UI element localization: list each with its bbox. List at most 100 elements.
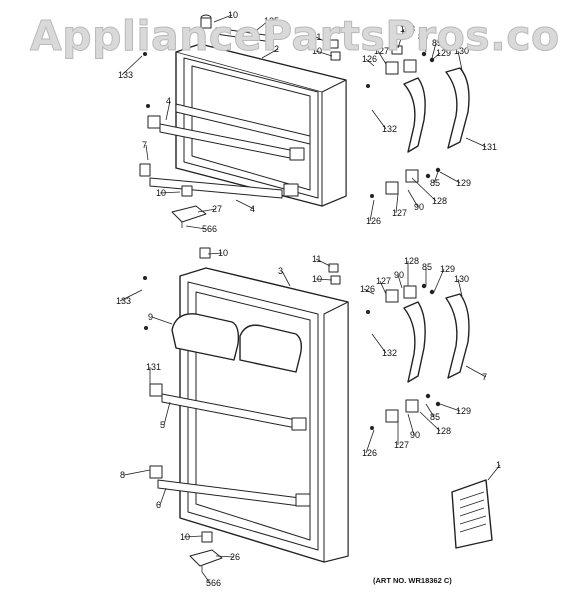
leader-line	[207, 252, 223, 255]
part-callout: 10	[156, 188, 166, 198]
leader-line	[425, 403, 435, 418]
part-callout: 129	[456, 178, 471, 188]
part-callout: 3	[278, 266, 283, 276]
part-callout: 125	[264, 16, 279, 26]
leader-line	[465, 137, 487, 148]
part-callout: 126	[360, 284, 375, 294]
part-callout: 128	[400, 24, 415, 34]
leader-line	[369, 199, 375, 222]
leader-line	[123, 469, 151, 476]
part-callout: 1	[496, 460, 501, 470]
part-callout: 129	[436, 48, 451, 58]
part-callout: 90	[410, 430, 420, 440]
leader-line	[159, 191, 181, 194]
part-callout: 85	[422, 262, 432, 272]
leader-line	[145, 144, 149, 161]
leader-line	[395, 193, 399, 214]
part-callout: 2	[274, 44, 279, 54]
part-callout: 132	[382, 124, 397, 134]
leader-line	[439, 171, 461, 184]
leader-line	[371, 333, 387, 354]
leader-line	[261, 48, 279, 59]
leader-line	[121, 55, 143, 76]
leader-line	[371, 109, 387, 130]
leader-line	[151, 316, 173, 325]
leader-line	[421, 36, 427, 53]
leader-line	[213, 14, 233, 23]
part-callout: 131	[482, 142, 497, 152]
part-callout: 90	[414, 202, 424, 212]
part-callout: 127	[392, 208, 407, 218]
leader-line	[407, 413, 415, 436]
leader-line	[315, 278, 333, 281]
part-callout: 11	[312, 254, 321, 264]
part-callout: 132	[382, 348, 397, 358]
leader-line	[465, 365, 487, 378]
fresh-food-handle-assembly	[366, 283, 470, 430]
part-callout: 126	[362, 54, 377, 64]
part-callout: 128	[432, 196, 447, 206]
part-callout: 85	[430, 178, 440, 188]
leader-line	[235, 199, 255, 210]
leader-line	[457, 50, 463, 71]
part-callout: 6	[156, 500, 161, 510]
leader-line	[215, 555, 235, 558]
part-callout: 133	[118, 70, 133, 80]
part-callout: 128	[436, 426, 451, 436]
leader-line	[487, 464, 501, 481]
leader-line	[397, 28, 405, 49]
leader-line	[407, 189, 419, 208]
leader-line	[119, 289, 143, 302]
leader-line	[365, 58, 375, 67]
leader-line	[315, 258, 331, 267]
leader-line	[363, 288, 375, 295]
part-callout: 126	[366, 216, 381, 226]
part-callout: 130	[454, 274, 469, 284]
leader-line	[433, 268, 445, 293]
fresh-food-door-assembly	[143, 247, 349, 572]
leader-line	[377, 50, 387, 65]
part-callout: 10	[228, 10, 238, 20]
leader-line	[315, 50, 333, 57]
leader-line	[159, 487, 167, 506]
leader-line	[165, 100, 171, 121]
part-callout: 127	[374, 46, 389, 56]
leader-lines	[119, 14, 501, 584]
part-callout: 127	[394, 440, 409, 450]
part-callout: 11	[312, 32, 321, 42]
leader-line	[315, 36, 331, 45]
part-callout: 130	[454, 46, 469, 56]
leader-line	[183, 535, 203, 538]
leader-line	[197, 208, 217, 213]
leader-line	[163, 401, 171, 426]
part-callout: 26	[230, 552, 240, 562]
art-number: (ART NO. WR18362 C)	[373, 576, 452, 585]
leader-line	[251, 20, 269, 35]
part-callout: 5	[160, 420, 165, 430]
freezer-door-assembly	[139, 14, 347, 228]
part-callout: 10	[180, 532, 190, 542]
part-callout: 27	[212, 204, 222, 214]
leader-line	[201, 571, 211, 584]
literature-card	[451, 479, 493, 549]
part-callout: 4	[250, 204, 255, 214]
part-callout: 133	[116, 296, 131, 306]
part-callout: 7	[482, 372, 487, 382]
part-callout: 566	[206, 578, 221, 588]
part-callout: 129	[456, 406, 471, 416]
leader-line	[397, 274, 403, 289]
part-callout: 7	[142, 140, 147, 150]
part-callout: 10	[312, 46, 322, 56]
freezer-handle-assembly	[366, 45, 470, 198]
part-callout: 8	[120, 470, 125, 480]
part-callout: 566	[202, 224, 217, 234]
leader-line	[457, 278, 463, 297]
leader-line	[365, 429, 375, 454]
leader-line	[431, 52, 441, 61]
leader-line	[419, 411, 441, 432]
part-callout: 85	[430, 412, 440, 422]
leader-line	[431, 42, 437, 59]
leader-line	[185, 225, 207, 230]
